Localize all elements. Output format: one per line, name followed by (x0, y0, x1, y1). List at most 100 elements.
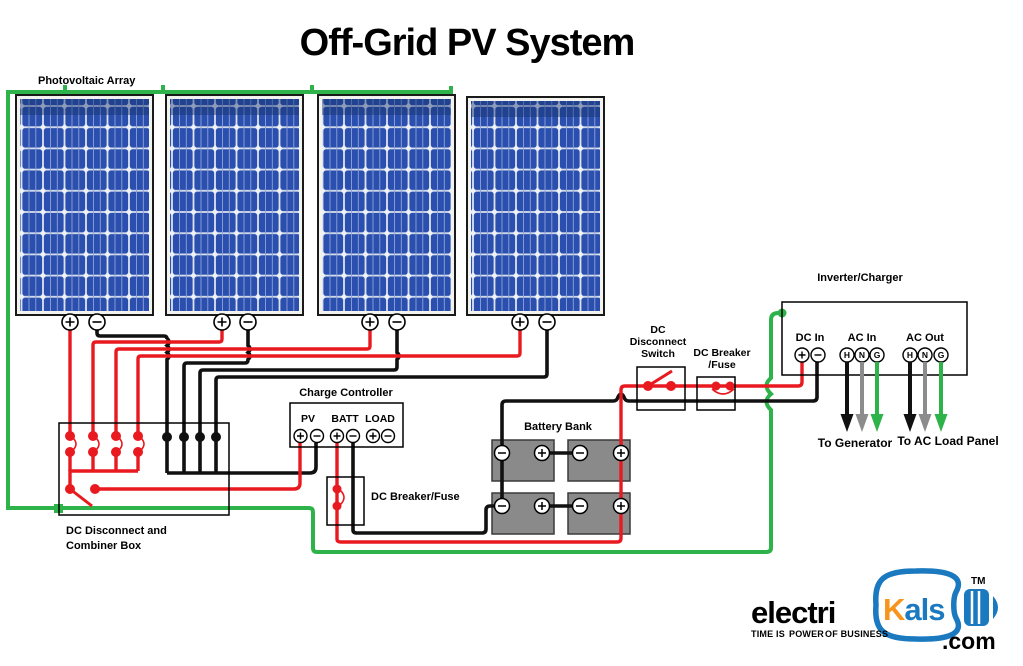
logo-tagline-3: OF BUSINESS (825, 629, 888, 639)
logo-letter-k: K (883, 592, 906, 627)
panel4-neg-wire (214, 330, 549, 473)
terminal-negative (88, 313, 106, 331)
terminal-negative (388, 313, 406, 331)
svg-text:H: H (907, 350, 913, 360)
terminal-positive (365, 428, 381, 444)
logo-word-end: als (904, 592, 944, 627)
panel1-neg-wire (95, 330, 171, 473)
terminal-positive (533, 497, 551, 515)
neg-bus-to-controller (167, 443, 318, 475)
fuse-dot (65, 447, 75, 457)
dc-switch-label-line3: Switch (641, 348, 675, 360)
terminal-positive (612, 497, 630, 515)
inverter-terminal-letters: H N G H N G (844, 350, 945, 360)
ac-in-label: AC In (848, 332, 877, 344)
terminal-negative (493, 444, 511, 462)
inverter-breaker-box (696, 376, 736, 411)
battery-terminals (493, 444, 630, 515)
breaker1-dot (332, 484, 342, 494)
breaker1-arc (339, 489, 345, 506)
fuse-dot (111, 447, 121, 457)
fuse-dot (133, 431, 143, 441)
ac-in-ground-arrow (870, 362, 884, 432)
dc-switch-dot (666, 381, 676, 391)
terminal-negative (571, 497, 589, 515)
terminal-negative (493, 497, 511, 515)
inverter-breaker-label-line2: /Fuse (708, 359, 736, 371)
breaker2-dot (711, 381, 721, 391)
cc-load-label: LOAD (365, 413, 395, 425)
to-generator-label: To Generator (818, 436, 893, 450)
logo-tagline-1: TIME IS (751, 629, 785, 639)
junction-dot (211, 432, 221, 442)
to-ac-load-label: To AC Load Panel (897, 434, 998, 448)
breaker2-dot (725, 381, 735, 391)
battery-breaker-box (326, 476, 365, 526)
junction-dot (195, 432, 205, 442)
terminal-negative (345, 428, 361, 444)
junction-dot (179, 432, 189, 442)
inverter-label: Inverter/Charger (817, 272, 903, 284)
logo-domain: .com (942, 628, 996, 654)
combiner-box (58, 422, 230, 516)
dc-disconnect-switch-box (636, 366, 686, 411)
terminal-positive (293, 428, 308, 444)
inverter-box (781, 301, 968, 376)
terminal-negative (309, 428, 325, 444)
electrikals-logo: electri Kals TM .com TIME IS POWER OF BU… (751, 568, 998, 654)
svg-text:G: G (874, 350, 881, 360)
terminal-positive (612, 444, 630, 462)
logo-word-start: electri (751, 595, 835, 630)
pv-panel-4 (466, 96, 605, 316)
battery-bank-label: Battery Bank (524, 421, 593, 433)
panel4-pos-wire (136, 330, 522, 436)
combiner-label-line1: DC Disconnect and (66, 525, 167, 537)
dc-switch-dot (643, 381, 653, 391)
svg-text:H: H (844, 350, 850, 360)
positive-junction-dots (65, 381, 735, 511)
fuse-dot (88, 431, 98, 441)
inverter-breaker-label-line1: DC Breaker (693, 347, 750, 359)
logo-tagline-2: POWER (789, 629, 824, 639)
panel2-pos-wire (91, 330, 224, 436)
logo-bulb-base-icon (964, 589, 998, 626)
combiner-label-line2: Combiner Box (66, 540, 142, 552)
fuse-dot (133, 447, 143, 457)
pos-bus (68, 469, 138, 489)
logo-bulb-icon (873, 568, 962, 642)
charge-controller-box (289, 402, 404, 448)
breaker1-dot (332, 501, 342, 511)
fuse-dot (111, 431, 121, 441)
terminal-negative (571, 444, 589, 462)
pv-array-label: Photovoltaic Array (38, 75, 136, 87)
ac-in-hot-arrow (840, 362, 854, 432)
pos-bus-to-controller (95, 443, 302, 491)
terminal-negative (380, 428, 396, 444)
ac-out-ground-arrow (934, 362, 948, 432)
breaker2-arc (711, 388, 735, 395)
ground-wiring (6, 85, 781, 554)
controller-batt-neg-wire (351, 443, 494, 535)
switch-dot (90, 484, 100, 494)
ac-in-neutral-arrow (855, 362, 869, 432)
charge-controller-label: Charge Controller (299, 387, 393, 399)
panel3-pos-wire (114, 330, 372, 436)
terminal-positive (61, 313, 79, 331)
dc-switch-label-line1: DC (650, 324, 666, 336)
ac-out-hot-arrow (903, 362, 917, 432)
component-boxes (58, 301, 968, 526)
negative-junction-dots (162, 432, 221, 442)
dc-in-label: DC In (796, 332, 825, 344)
page-title: Off-Grid PV System (300, 22, 635, 64)
pv-panel-1 (15, 94, 154, 316)
controller-terminals (293, 428, 396, 444)
terminal-positive (794, 347, 810, 363)
svg-text:G: G (938, 350, 945, 360)
switch-dot (65, 484, 75, 494)
pv-panel-2 (165, 94, 304, 316)
terminal-positive (511, 313, 529, 331)
logo-trademark: TM (971, 576, 985, 587)
battery-breaker-label: DC Breaker/Fuse (371, 491, 460, 503)
terminal-negative (538, 313, 556, 331)
